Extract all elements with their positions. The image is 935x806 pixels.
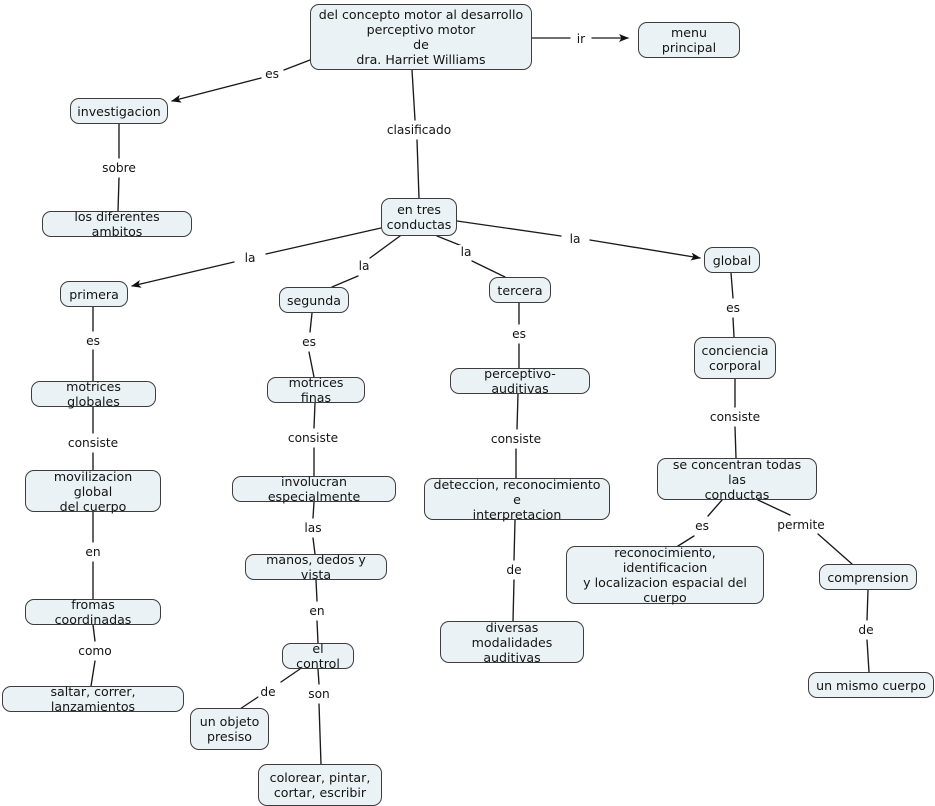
- edge-label-e-tres-segunda[interactable]: la: [356, 259, 372, 273]
- node-label-global: global: [712, 252, 752, 268]
- edge-label-e-compren-mismo[interactable]: de: [856, 623, 876, 637]
- edge-label-e-primera-motglob[interactable]: es: [84, 334, 102, 348]
- node-diversas[interactable]: diversas modalidades auditivas: [440, 619, 584, 665]
- node-label-colorear: colorear, pintar, cortar, escribir: [269, 770, 371, 800]
- node-label-conciencia: conciencia corporal: [701, 343, 769, 373]
- node-label-diversas: diversas modalidades auditivas: [471, 619, 553, 665]
- node-label-motfin: motrices finas: [288, 375, 344, 405]
- node-manos[interactable]: manos, dedos y vista: [245, 552, 387, 582]
- node-label-compren: comprension: [827, 569, 909, 585]
- node-mismo[interactable]: un mismo cuerpo: [808, 672, 934, 698]
- node-conciencia[interactable]: conciencia corporal: [694, 337, 776, 379]
- edge-label-e-root-investig[interactable]: es: [263, 67, 281, 81]
- edge-label-e-formas-saltar[interactable]: como: [76, 644, 114, 658]
- node-label-movglob: movilizacion global del cuerpo: [53, 468, 133, 514]
- node-involu[interactable]: involucran especialmente: [232, 474, 396, 504]
- node-motfin[interactable]: motrices finas: [267, 375, 365, 405]
- edge-label-e-tres-global[interactable]: la: [567, 232, 583, 246]
- edge-label-e-movglob-formas[interactable]: en: [83, 545, 103, 559]
- node-percaud[interactable]: perceptivo-auditivas: [450, 366, 590, 396]
- node-label-deteccion: deteccion, reconocimiento e interpretaci…: [433, 476, 601, 522]
- edge-label-e-detec-diversas[interactable]: de: [504, 563, 524, 577]
- edge-label-e-involu-manos[interactable]: las: [302, 521, 324, 535]
- node-menu[interactable]: menu principal: [638, 22, 740, 58]
- edge-label-e-concent-reconoc[interactable]: es: [693, 519, 711, 533]
- node-investig[interactable]: investigacion: [70, 98, 168, 124]
- node-ambitos[interactable]: los diferentes ambitos: [42, 209, 192, 239]
- node-label-investig: investigacion: [77, 103, 161, 119]
- node-label-primera: primera: [69, 286, 119, 302]
- node-label-objeto: un objeto presiso: [199, 714, 260, 744]
- node-tres[interactable]: en tres conductas: [381, 198, 457, 236]
- node-label-percaud: perceptivo-auditivas: [484, 366, 556, 396]
- edge-label-e-segunda-motfin[interactable]: es: [300, 335, 318, 349]
- node-label-control: el control: [296, 641, 340, 671]
- node-label-involu: involucran especialmente: [267, 474, 361, 504]
- edge-label-e-control-objeto[interactable]: de: [258, 685, 278, 699]
- node-label-motglob: motrices globales: [66, 379, 121, 409]
- node-label-root: del concepto motor al desarrollo percept…: [318, 7, 524, 67]
- edge-label-e-control-colorear[interactable]: son: [306, 687, 332, 701]
- node-colorear[interactable]: colorear, pintar, cortar, escribir: [258, 764, 382, 806]
- node-root[interactable]: del concepto motor al desarrollo percept…: [310, 4, 532, 70]
- node-segunda[interactable]: segunda: [279, 287, 349, 313]
- node-label-segunda: segunda: [287, 292, 341, 308]
- node-global[interactable]: global: [704, 247, 760, 273]
- edge-label-e-global-concien[interactable]: es: [724, 301, 742, 315]
- node-label-concentran: se concentran todas las conductas: [672, 456, 802, 502]
- node-label-tres: en tres conductas: [386, 202, 452, 232]
- node-label-saltar: saltar, correr, lanzamientos: [50, 684, 136, 714]
- node-motglob[interactable]: motrices globales: [31, 379, 156, 409]
- node-label-manos: manos, dedos y vista: [266, 552, 366, 582]
- node-label-reconoc: reconocimiento, identificacion y localiz…: [583, 545, 747, 605]
- edge-label-e-tres-tercera[interactable]: la: [458, 245, 474, 259]
- node-concentran[interactable]: se concentran todas las conductas: [657, 456, 817, 502]
- edge-label-e-tres-primera[interactable]: la: [242, 251, 258, 265]
- edge-label-e-manos-control[interactable]: en: [307, 604, 327, 618]
- node-label-formas: fromas coordinadas: [54, 597, 132, 627]
- node-label-menu: menu principal: [661, 25, 717, 55]
- edge-label-e-root-menu[interactable]: ir: [574, 32, 588, 46]
- node-compren[interactable]: comprension: [819, 564, 917, 590]
- node-movglob[interactable]: movilizacion global del cuerpo: [25, 468, 161, 514]
- node-formas[interactable]: fromas coordinadas: [25, 597, 161, 627]
- edge-label-e-tercera-percaud[interactable]: es: [510, 327, 528, 341]
- node-tercera[interactable]: tercera: [489, 277, 551, 303]
- node-reconoc[interactable]: reconocimiento, identificacion y localiz…: [566, 545, 764, 605]
- node-primera[interactable]: primera: [60, 281, 128, 307]
- node-deteccion[interactable]: deteccion, reconocimiento e interpretaci…: [424, 476, 610, 522]
- edge-label-e-motfin-involu[interactable]: consiste: [285, 431, 341, 445]
- node-objeto[interactable]: un objeto presiso: [190, 708, 269, 750]
- node-label-tercera: tercera: [497, 282, 543, 298]
- edge-label-e-investig-ambitos[interactable]: sobre: [100, 161, 138, 175]
- edge-label-e-concien-concent[interactable]: consiste: [707, 410, 763, 424]
- edge-label-e-concent-compren[interactable]: permite: [775, 518, 827, 532]
- node-label-ambitos: los diferentes ambitos: [74, 209, 160, 239]
- edge-label-e-motglob-movglob[interactable]: consiste: [65, 436, 121, 450]
- node-label-mismo: un mismo cuerpo: [816, 677, 926, 693]
- node-saltar[interactable]: saltar, correr, lanzamientos: [2, 684, 184, 714]
- edge-label-e-root-tres[interactable]: clasificado: [384, 123, 454, 137]
- node-control[interactable]: el control: [282, 641, 354, 671]
- edge-label-e-percaud-detec[interactable]: consiste: [488, 432, 544, 446]
